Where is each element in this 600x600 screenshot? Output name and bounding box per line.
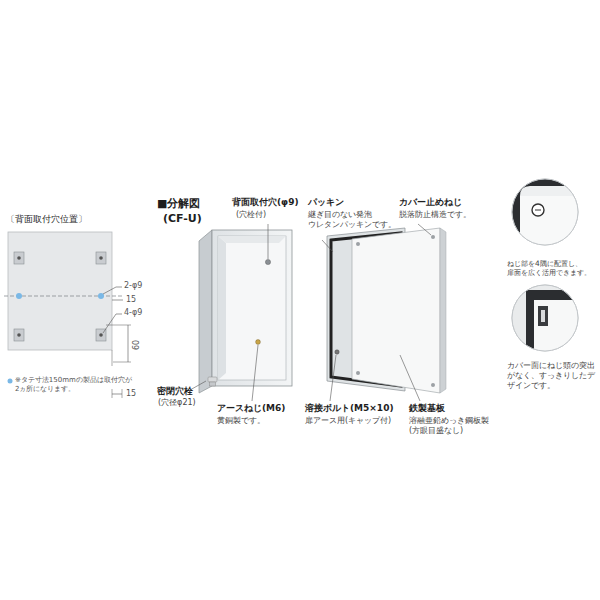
hole-plug: [208, 377, 217, 386]
text-line: 溶接ボルト(M5×10): [305, 403, 394, 414]
text-line: 脱落防止構造です。: [399, 210, 471, 220]
text-line: 15: [126, 295, 136, 305]
dimension-line: [128, 325, 129, 362]
dimension-label: 15: [126, 389, 136, 399]
leader-lines: [190, 224, 431, 401]
part-name: アースねじ(M6): [217, 403, 285, 414]
text-line: がなく、すっきりしたデ: [507, 371, 595, 381]
mount-holes: [17, 256, 103, 337]
text-line: 密閉穴栓: [157, 386, 193, 397]
part-name: 密閉穴栓: [157, 386, 193, 397]
text-line: ■分解図: [157, 197, 200, 211]
part-note: 扉アース用(キャップ付): [305, 416, 391, 426]
enclosure-body: [199, 230, 292, 393]
part-name: 背面取付穴(φ9): [232, 197, 299, 208]
text-line: 背面取付穴(φ9): [232, 197, 299, 208]
text-line: 2ヵ所になります。: [15, 385, 132, 394]
text-line: パッキン: [308, 197, 344, 208]
part-name: パッキン: [308, 197, 344, 208]
part-name: 鉄製基板: [409, 403, 445, 414]
dimension-label: 15: [126, 295, 136, 305]
text-line: ※タテ寸法150mmの製品は取付穴が: [15, 376, 132, 385]
text-line: 黄銅製です。: [217, 416, 265, 426]
part-note: (穴径φ21): [158, 398, 196, 408]
detail-inset: [505, 176, 600, 266]
part-name: 溶接ボルト(M5×10): [305, 403, 394, 414]
text-line: (方眼目盛なし): [409, 426, 489, 436]
text-line: カバー止めねじ: [399, 197, 462, 208]
text-line: ねじ部を4隅に配置し、: [507, 259, 591, 268]
extension-line: [112, 350, 113, 366]
text-line: 鉄製基板: [409, 403, 445, 414]
dimension-label: 60: [132, 340, 142, 350]
mount-brackets: [14, 252, 106, 341]
feature-text: カバー面にねじ頭の突出 がなく、すっきりしたデ ザインです。: [507, 361, 595, 391]
text-line: (穴栓付): [236, 210, 266, 220]
dimension-label: 4-φ9: [124, 308, 142, 318]
text-line: 〔背面取付穴位置〕: [6, 214, 87, 225]
leader-line: [103, 314, 122, 333]
back-panel: [8, 232, 112, 350]
part-note: 溶融亜鉛めっき鋼板製 (方眼目盛なし): [409, 416, 489, 436]
text-line: 扉アース用(キャップ付): [305, 416, 391, 426]
section-heading: ■分解図: [157, 197, 200, 211]
text-line: アースねじ(M6): [217, 403, 285, 414]
extension-line: [112, 389, 113, 398]
back-view: [4, 232, 131, 398]
section-heading: 〔背面取付穴位置〕: [6, 214, 87, 225]
extension-line: [122, 389, 123, 398]
text-line: 60: [132, 340, 142, 350]
text-line: 扉面を広く活用できます。: [507, 268, 591, 277]
text-line: 継ぎ目のない発泡: [308, 210, 396, 220]
text-line: ウレタンパッキンです。: [308, 220, 396, 230]
text-line: 2-φ9: [124, 281, 142, 291]
text-line: 溶融亜鉛めっき鋼板製: [409, 416, 489, 426]
feature-text: ねじ部を4隅に配置し、 扉面を広く活用できます。: [507, 259, 591, 278]
center-hole: [16, 293, 22, 299]
text-line: 15: [126, 389, 136, 399]
detail-inset: [505, 282, 600, 362]
enclosure-door: [327, 228, 446, 393]
part-name: カバー止めねじ: [399, 197, 462, 208]
dimension-line: [112, 394, 122, 395]
part-note: 脱落防止構造です。: [399, 210, 471, 220]
note-dot: [8, 379, 13, 384]
dimension-line: [112, 300, 123, 301]
text-line: (穴径φ21): [158, 398, 196, 408]
part-note: (穴栓付): [236, 210, 266, 220]
part-note: 黄銅製です。: [217, 416, 265, 426]
part-note: 継ぎ目のない発泡 ウレタンパッキンです。: [308, 210, 396, 230]
text-line: ザインです。: [507, 381, 595, 391]
text-line: カバー面にねじ頭の突出: [507, 361, 595, 371]
extension-line: [106, 325, 131, 326]
text-line: (CF-U): [163, 212, 202, 226]
text-line: 4-φ9: [124, 308, 142, 318]
section-heading: (CF-U): [163, 212, 202, 226]
dimension-label: 2-φ9: [124, 281, 142, 291]
note-text: ※タテ寸法150mmの製品は取付穴が 2ヵ所になります。: [15, 376, 132, 394]
leader-line: [103, 287, 122, 294]
